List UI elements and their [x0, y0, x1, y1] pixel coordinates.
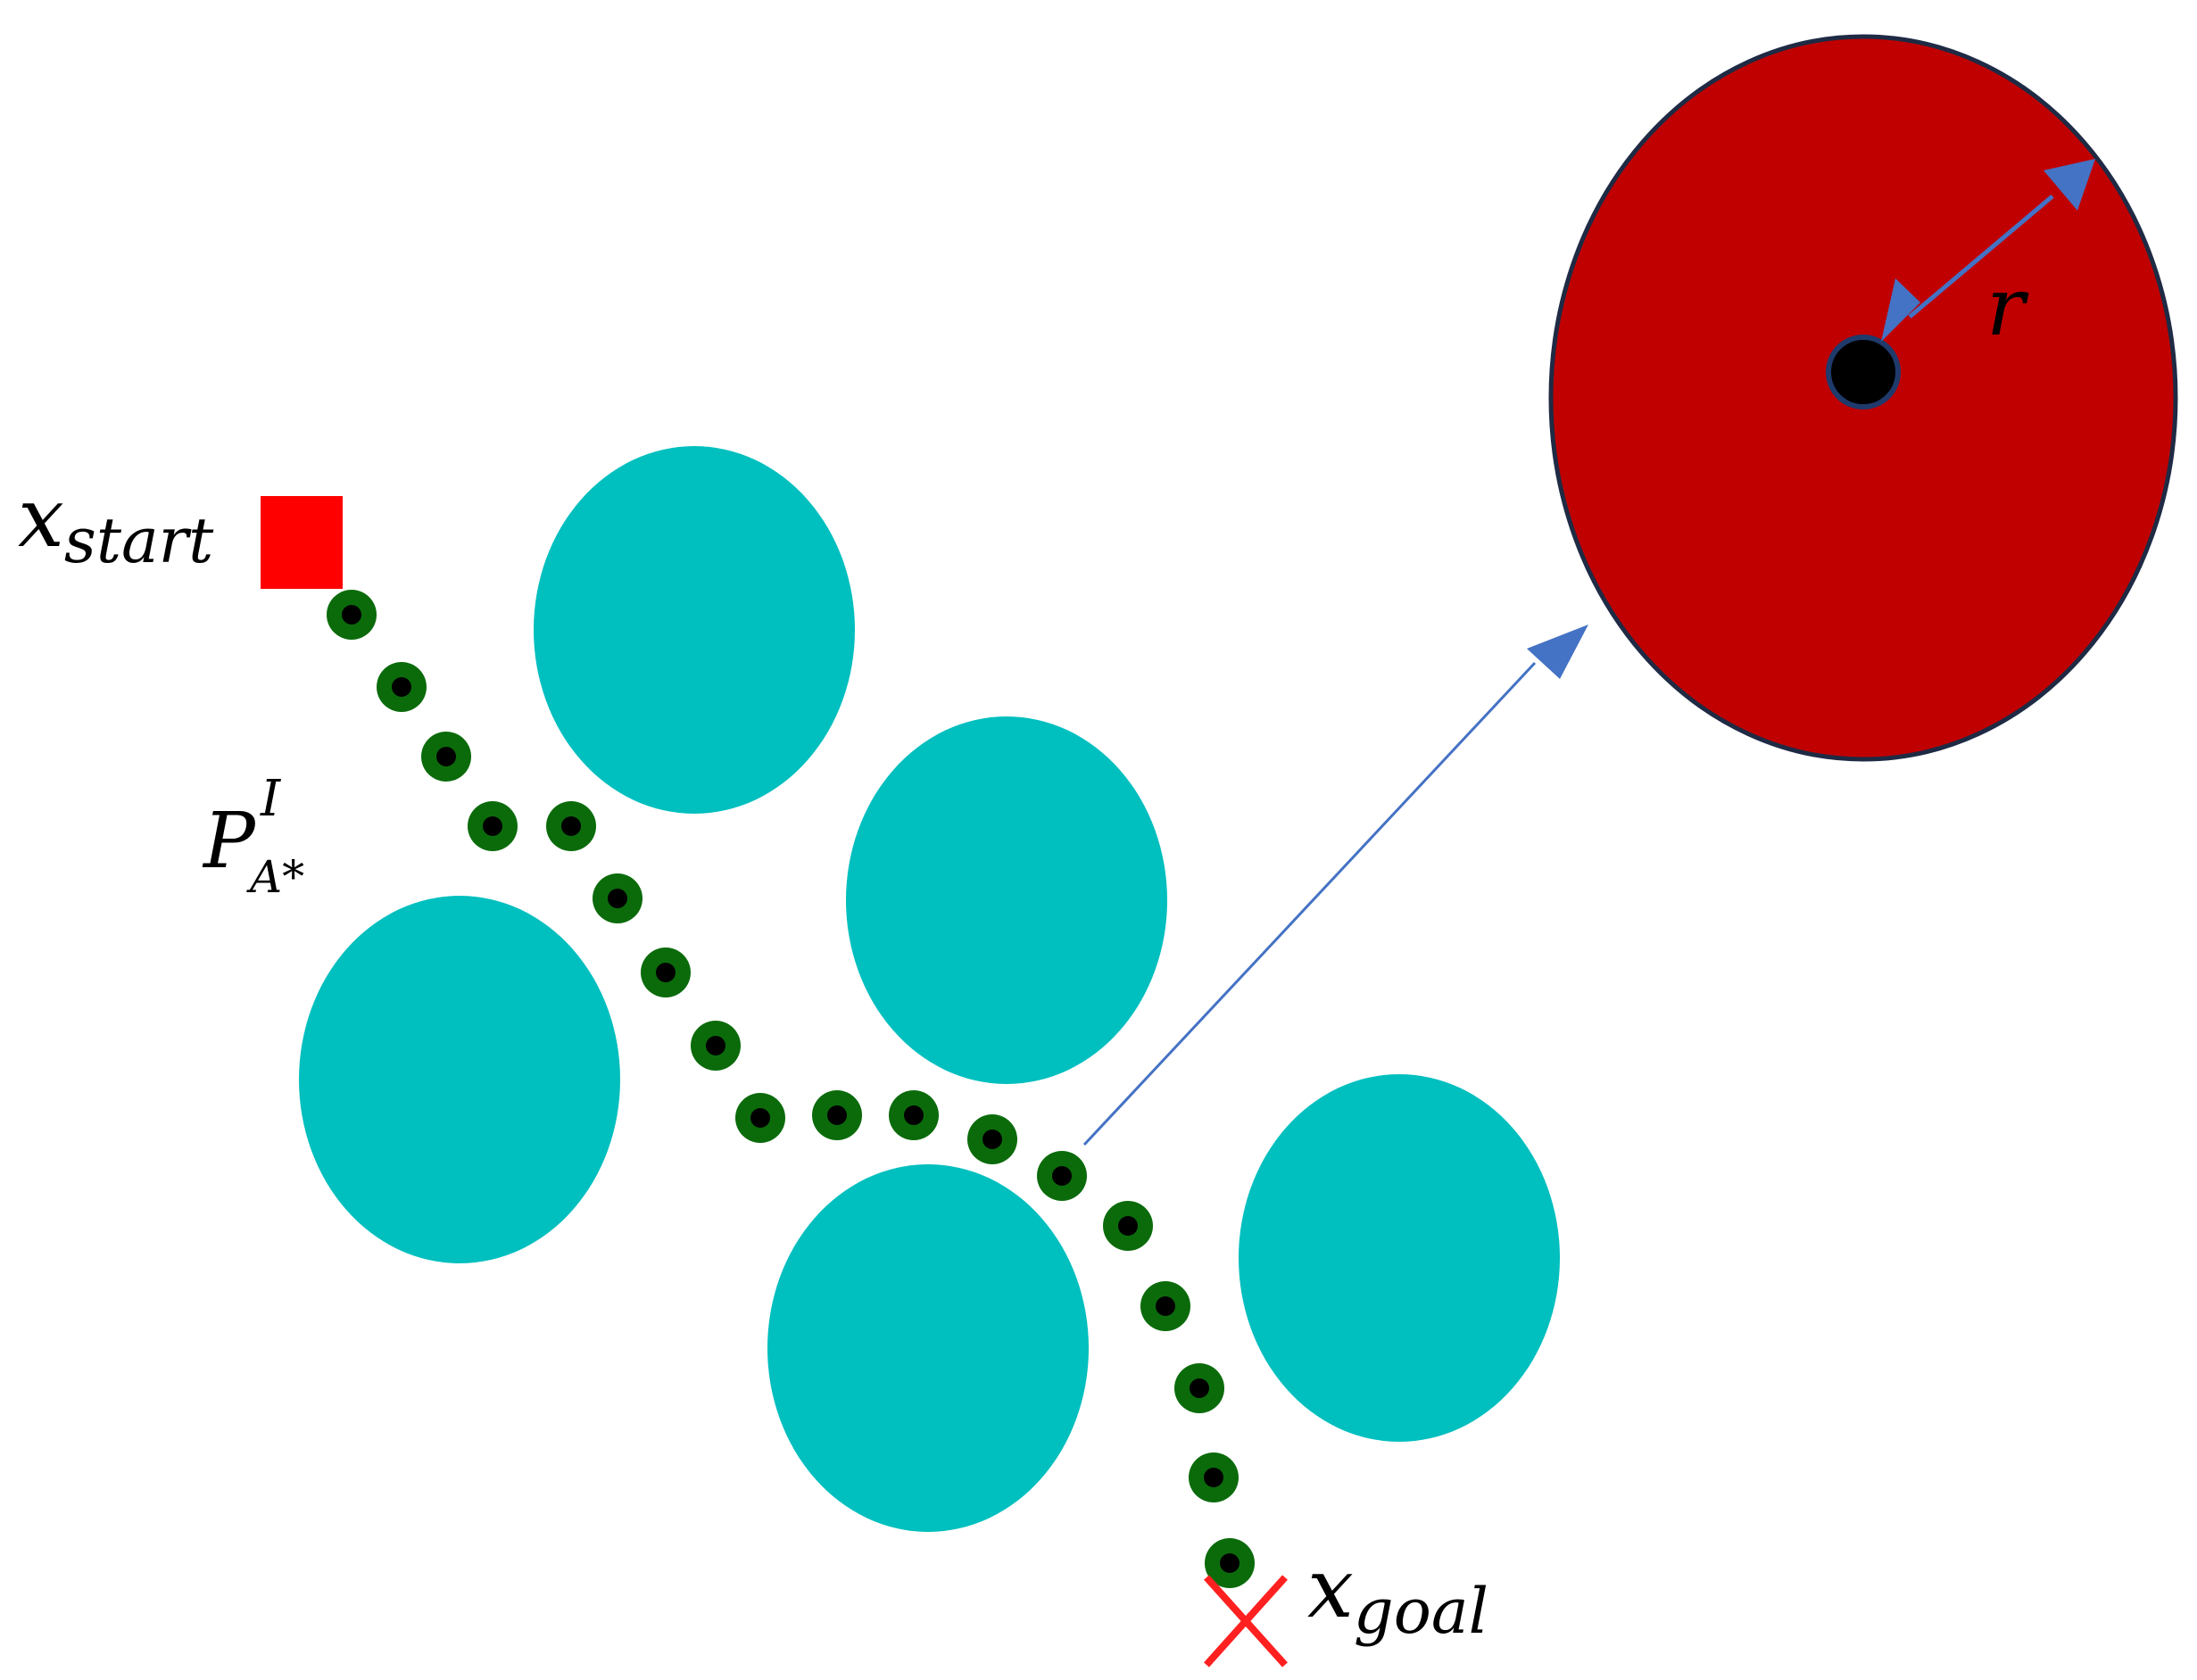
waypoint — [1037, 1151, 1087, 1201]
waypoint — [421, 732, 471, 782]
waypoint — [1189, 1452, 1239, 1502]
waypoint — [468, 801, 518, 851]
astar-path-waypoints — [327, 590, 1255, 1588]
goal-label: xgoal — [1307, 1541, 1488, 1648]
zoomed-waypoint-center — [1826, 335, 1901, 410]
obstacles — [299, 446, 1560, 1532]
start-square-icon — [261, 496, 343, 589]
zoomed-waypoint: r — [1548, 34, 2178, 762]
waypoint — [593, 873, 643, 923]
obstacle-right — [1239, 1074, 1560, 1442]
zoom-arrow-line — [1082, 661, 1537, 1146]
waypoint — [1103, 1201, 1153, 1251]
waypoint — [546, 801, 596, 851]
radius-arrow-line — [1908, 194, 2054, 319]
path-label-superscript: I — [260, 770, 282, 828]
path-label-subscript: A* — [246, 851, 304, 903]
waypoint — [967, 1114, 1017, 1164]
obstacle-bottom — [767, 1164, 1089, 1532]
path-label: P — [202, 797, 257, 886]
zoom-arrow — [1082, 625, 1588, 1146]
waypoint — [327, 590, 377, 640]
waypoint — [889, 1090, 939, 1140]
waypoint — [812, 1090, 862, 1140]
goal-x-icon — [1204, 1575, 1288, 1668]
obstacle-left — [299, 896, 620, 1263]
radius-label: r — [1986, 261, 2029, 354]
radius-arrowhead-outer — [2044, 159, 2095, 211]
radius-arrowhead-inner — [1881, 278, 1920, 342]
waypoint — [377, 662, 427, 712]
waypoint — [1140, 1281, 1190, 1331]
obstacle-middle — [846, 716, 1167, 1084]
waypoint — [735, 1093, 785, 1143]
zoom-arrowhead — [1527, 625, 1588, 679]
waypoint — [691, 1021, 741, 1071]
waypoint — [1205, 1538, 1255, 1588]
start-label: xstart — [18, 470, 214, 577]
waypoint — [641, 948, 691, 997]
waypoint — [1174, 1363, 1224, 1413]
obstacle-top — [534, 446, 855, 814]
